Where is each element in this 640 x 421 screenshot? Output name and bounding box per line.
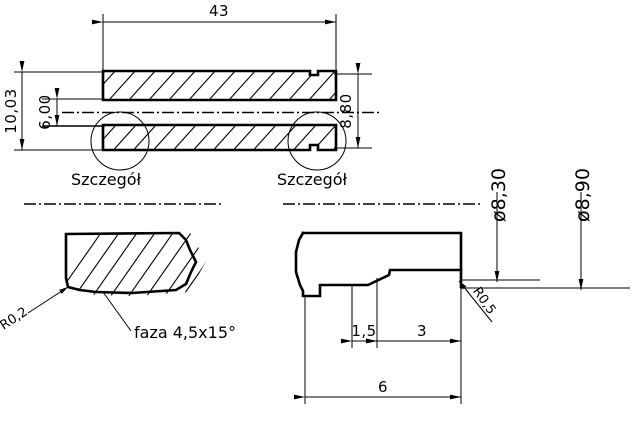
dimension-right-height: 8,80 bbox=[334, 63, 372, 149]
dimension-label-overall-length: 43 bbox=[209, 2, 229, 20]
dimension-step-total: 6 bbox=[294, 378, 461, 400]
diameter-label-8-30: ø8,30 bbox=[488, 168, 510, 222]
dimension-label-step-total: 6 bbox=[378, 378, 388, 396]
hatch-bottom-wall bbox=[103, 125, 336, 150]
dimension-outer-height: 10,03 bbox=[2, 61, 105, 151]
leader-line-r02 bbox=[27, 286, 69, 314]
detail-circle-right bbox=[287, 111, 347, 171]
detail-label-right: Szczegół bbox=[277, 170, 348, 189]
diameter-label-8-90: ø8,90 bbox=[572, 168, 594, 222]
dimension-diameter-8-90: ø8,90 bbox=[460, 168, 630, 290]
radius-label-r05: R0,5 bbox=[469, 285, 498, 318]
dimension-step-mid: 3 bbox=[366, 322, 461, 344]
dimension-label-step-small: 1,5 bbox=[351, 322, 376, 340]
hatch-detail-left bbox=[62, 233, 206, 296]
section-outline-bottom-wall bbox=[101, 123, 338, 152]
dimension-overall-length: 43 bbox=[92, 2, 337, 78]
detail-right-view: R0,5 1,5 3 6 bbox=[294, 168, 630, 404]
detail-left-view: R0,2 faza 4,5x15° bbox=[0, 231, 236, 342]
dimension-label-outer-height: 10,03 bbox=[2, 88, 20, 133]
radius-label-r02: R0,2 bbox=[0, 305, 31, 334]
dimension-bore-height: 6,00 bbox=[36, 88, 105, 130]
detail-label-left: Szczegół bbox=[71, 170, 142, 189]
detail-right-outline-lower bbox=[294, 231, 463, 298]
detail-circle-left bbox=[90, 111, 150, 171]
chamfer-label: faza 4,5x15° bbox=[134, 323, 236, 342]
dimension-step-small: 1,5 bbox=[341, 322, 377, 344]
dimension-label-bore-height: 6,00 bbox=[36, 94, 54, 129]
dimension-label-right-height: 8,80 bbox=[337, 93, 355, 128]
detail-left-outline bbox=[64, 231, 198, 295]
main-section-view: 43 10,03 6,00 8,80 bbox=[2, 2, 380, 189]
dimension-diameter-8-30: ø8,30 bbox=[460, 168, 540, 282]
section-outline-top-wall bbox=[101, 69, 338, 102]
dimension-label-step-mid: 3 bbox=[417, 322, 427, 340]
hatch-top-wall bbox=[103, 71, 336, 100]
leader-line-chamfer bbox=[102, 291, 132, 332]
